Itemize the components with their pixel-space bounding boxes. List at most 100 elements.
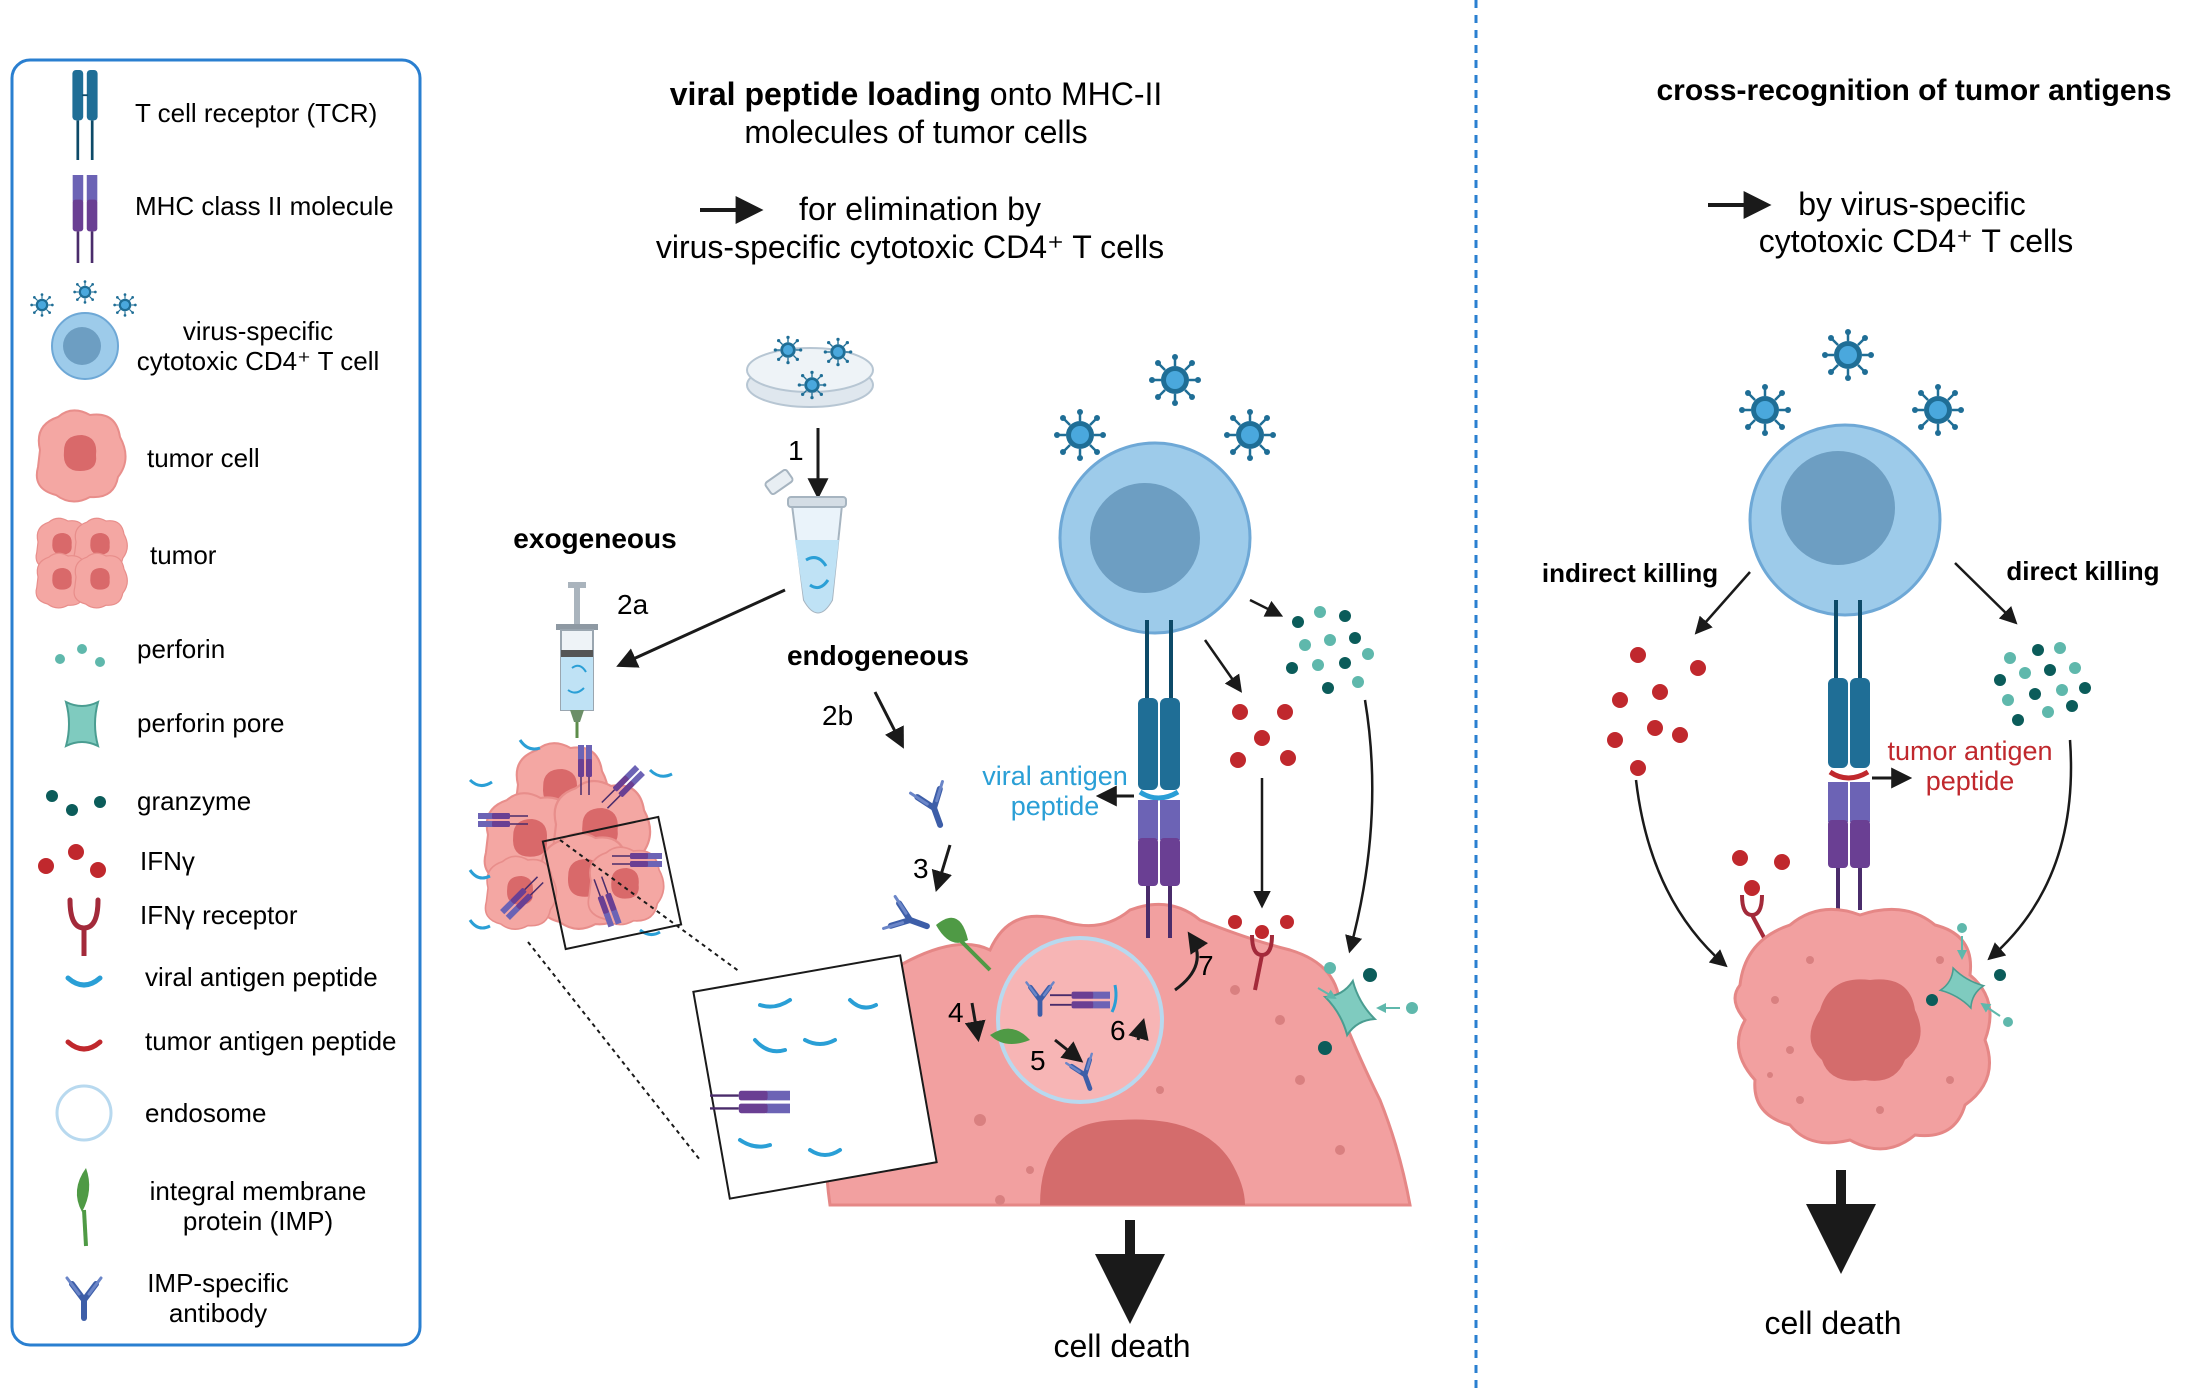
endosome-contents (990, 982, 1118, 1093)
mhc-right (1828, 782, 1870, 910)
step-3-arrow (931, 844, 952, 893)
direct-curve (1987, 739, 2073, 961)
zoom-line-2 (559, 839, 741, 973)
step-2b-arrow (873, 691, 904, 749)
legend-label-mhc: MHC class II molecule (135, 191, 394, 221)
legend-label-tumor-cell: tumor cell (147, 443, 260, 473)
step-3-label: 3 (913, 853, 929, 884)
ifng-arrow-middle (1203, 639, 1243, 693)
cell-death-middle: cell death (1054, 1328, 1191, 1364)
indirect-killing-label: indirect killing (1542, 558, 1718, 588)
step-7-label: 7 (1198, 950, 1214, 981)
viral-peptide-icon (65, 975, 103, 988)
tumor-peptide-icon (65, 1039, 103, 1052)
middle-title: viral peptide loading onto MHC-II (670, 76, 1163, 112)
legend-label-antibody-2: antibody (169, 1298, 267, 1328)
tumor-nucleus-right (1810, 979, 1921, 1081)
step-4-label: 4 (948, 997, 964, 1028)
granzyme-icon (46, 790, 106, 816)
perforin-pore-right (1926, 923, 2013, 1027)
step-6-arrow (1128, 1017, 1149, 1041)
step-5-arrow (1054, 1038, 1084, 1063)
zoom-box-large (692, 954, 938, 1200)
tcr-middle (1138, 620, 1180, 801)
tumor-nucleus-middle (1040, 1119, 1245, 1205)
zoom-box-small (541, 815, 683, 951)
step-6-label: 6 (1110, 1015, 1126, 1046)
legend-label-tcell-2: cytotoxic CD4⁺ T cell (137, 346, 380, 376)
granzyme-cluster-middle (1286, 606, 1374, 694)
t-cell-right (1737, 327, 1966, 617)
exogeneous-arrow (616, 588, 786, 668)
ifng-receptor-icon (67, 897, 101, 956)
legend-label-imp: integral membrane (150, 1176, 367, 1206)
legend-label-perforin: perforin (137, 634, 225, 664)
legend-label-viral-peptide: viral antigen peptide (145, 962, 378, 992)
step-4-arrow (964, 1002, 986, 1043)
legend-label-pore: perforin pore (137, 708, 284, 738)
right-title: cross-recognition of tumor antigens (1656, 74, 2171, 107)
tube-icon (764, 468, 847, 614)
step-5-label: 5 (1030, 1045, 1046, 1076)
legend-label-tumor: tumor (150, 540, 217, 570)
perforin-pore-middle (1317, 962, 1418, 1055)
imp-on-membrane (884, 897, 992, 972)
t-cell-middle (1052, 352, 1278, 635)
legend-label-tcr: T cell receptor (TCR) (135, 98, 377, 128)
granzyme-cluster-right (1994, 642, 2091, 726)
legend-label-endosome: endosome (145, 1098, 266, 1128)
imp-icon (76, 1168, 90, 1247)
exogeneous-label: exogeneous (513, 523, 676, 554)
ifng-cluster-middle (1230, 704, 1296, 768)
legend-panel (10, 58, 422, 1347)
tcr-right (1828, 600, 1870, 781)
granzyme-arrow-middle (1249, 598, 1284, 617)
granzyme-arrow-down (1345, 699, 1374, 954)
endosome-icon (55, 1084, 113, 1142)
zoom-box-contents (708, 998, 878, 1157)
free-antibody-icon (911, 782, 957, 831)
step-2b-label: 2b (822, 700, 853, 731)
mhc-middle (1138, 800, 1180, 938)
perforin-pore-icon (65, 701, 99, 747)
tumor-granules (974, 985, 1345, 1205)
tumor-icon (35, 517, 128, 609)
step-1-label: 1 (788, 435, 804, 466)
indirect-arrow (1694, 571, 1751, 635)
legend-label-ifng-receptor: IFNγ receptor (140, 900, 298, 930)
t-cell-icon (29, 279, 138, 380)
right-subtitle-2: cytotoxic CD4⁺ T cells (1759, 223, 2073, 259)
right-subtitle-1: by virus-specific (1798, 186, 2026, 222)
tumor-granules-right (1767, 956, 1954, 1114)
step-2a-label: 2a (617, 589, 649, 620)
endogeneous-label: endogeneous (787, 640, 969, 671)
ifng-receptor-middle (1228, 915, 1294, 991)
tumor-antigen-label-2: peptide (1926, 766, 2015, 796)
indirect-curve (1634, 779, 1728, 968)
tumor-antigen-label-1: tumor antigen (1887, 736, 2052, 766)
tumor-cluster (468, 739, 673, 937)
legend-label-antibody: IMP-specific (147, 1268, 289, 1298)
cell-death-right: cell death (1765, 1305, 1902, 1341)
legend-label-tumor-peptide: tumor antigen peptide (145, 1026, 397, 1056)
viral-antigen-label-1: viral antigen (982, 761, 1128, 791)
zoom-line-1 (527, 941, 701, 1161)
middle-title-line2: molecules of tumor cells (744, 114, 1087, 150)
endosome-middle (996, 936, 1164, 1104)
middle-subtitle-1: for elimination by (799, 191, 1041, 227)
legend-label-imp-2: protein (IMP) (183, 1206, 333, 1236)
petri-dish-icon (746, 335, 874, 408)
legend-label-ifng: IFNγ (140, 846, 195, 876)
direct-arrow (1954, 562, 2018, 625)
ifng-icon (38, 844, 106, 878)
tumor-cell-icon (35, 409, 127, 503)
ifng-cluster-right (1607, 647, 1706, 776)
perforin-icon (55, 644, 105, 667)
syringe-icon (556, 582, 598, 738)
step-7-arrow (1174, 931, 1209, 992)
direct-killing-label: direct killing (2006, 556, 2159, 586)
viral-antigen-label-2: peptide (1011, 791, 1100, 821)
middle-subtitle-2: virus-specific cytotoxic CD4⁺ T cells (656, 229, 1164, 265)
legend-label-granzyme: granzyme (137, 786, 251, 816)
